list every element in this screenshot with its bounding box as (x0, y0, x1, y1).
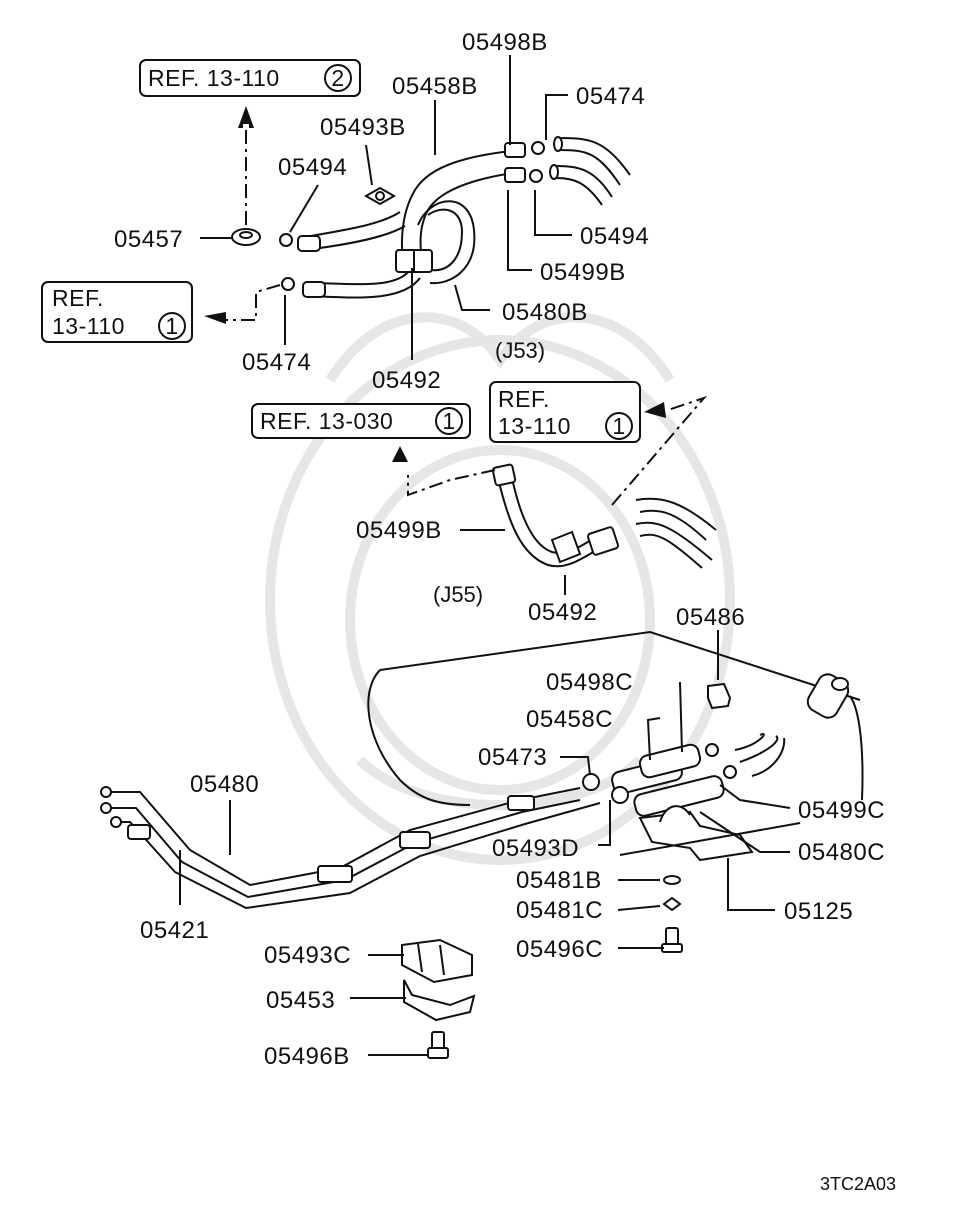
ref-box-1-number: 2 (331, 65, 344, 91)
part-label-05498c: 05498C (546, 669, 633, 696)
part-label-05492-mid: 05492 (528, 599, 597, 626)
part-label-05493b: 05493B (320, 114, 406, 141)
ref-box-3-number: 1 (442, 408, 455, 434)
part-label-05499c: 05499C (798, 797, 885, 824)
part-label-05457: 05457 (114, 226, 183, 253)
j55-assembly (491, 463, 717, 569)
leader-lines (179, 55, 801, 1056)
part-label-05480: 05480 (190, 771, 259, 798)
part-label-05481b: 05481B (516, 867, 602, 894)
ref-box-2-number: 1 (165, 313, 178, 339)
part-label-05481c: 05481C (516, 897, 603, 924)
diagram-code: 3TC2A03 (820, 1174, 896, 1194)
part-label-05496b: 05496B (264, 1043, 350, 1070)
part-label-05486: 05486 (676, 604, 745, 631)
left-arrow-icon (644, 402, 666, 418)
ref-box-4-line2: 13-110 (498, 413, 571, 439)
part-label-05480c: 05480C (798, 839, 885, 866)
part-label-05480b: 05480B (502, 299, 588, 326)
part-label-05421: 05421 (140, 917, 209, 944)
ref-box-1: REF. 13-110 2 (139, 59, 361, 97)
part-label-05458c: 05458C (526, 706, 613, 733)
part-label-05473: 05473 (478, 744, 547, 771)
j53-assembly (231, 136, 631, 299)
part-label-05498b: 05498B (462, 29, 548, 56)
part-label-05474-bottom: 05474 (242, 349, 311, 376)
ref-box-3: REF. 13-030 1 (251, 403, 471, 439)
part-label-05494-right: 05494 (580, 223, 649, 250)
part-label-05453: 05453 (266, 987, 335, 1014)
ref-box-1-text: REF. 13-110 (148, 65, 280, 91)
ref-box-4-line1: REF. (498, 386, 550, 412)
part-label-05492-top: 05492 (372, 367, 441, 394)
part-label-05474-top: 05474 (576, 83, 645, 110)
ref-box-4: REF. 13-110 1 (489, 381, 641, 443)
part-label-05458b: 05458B (392, 73, 478, 100)
up-arrow-icon (392, 446, 408, 462)
part-label-05499b-mid: 05499B (356, 517, 442, 544)
ref-box-2-line2: 13-110 (52, 313, 125, 339)
left-arrow-icon (204, 312, 226, 324)
ref-box-3-text: REF. 13-030 (260, 408, 393, 434)
variant-label-j53: (J53) (495, 338, 545, 363)
part-label-05493d: 05493D (492, 835, 579, 862)
ref-box-2: REF. 13-110 1 (41, 281, 193, 343)
part-label-05499b-top: 05499B (540, 259, 626, 286)
ref-box-2-line1: REF. (52, 285, 104, 311)
part-label-05496c: 05496C (516, 936, 603, 963)
lower-assembly (100, 630, 864, 1059)
part-label-05494-left: 05494 (278, 154, 347, 181)
reference-pointers (204, 106, 708, 506)
part-labels: 05498B 05458B 05474 05493B 05494 05457 0… (114, 29, 885, 1070)
variant-label-j55: (J55) (433, 582, 483, 607)
part-label-05125: 05125 (784, 898, 853, 925)
part-label-05493c: 05493C (264, 942, 351, 969)
ref-box-4-number: 1 (612, 413, 625, 439)
up-arrow-icon (238, 106, 254, 128)
